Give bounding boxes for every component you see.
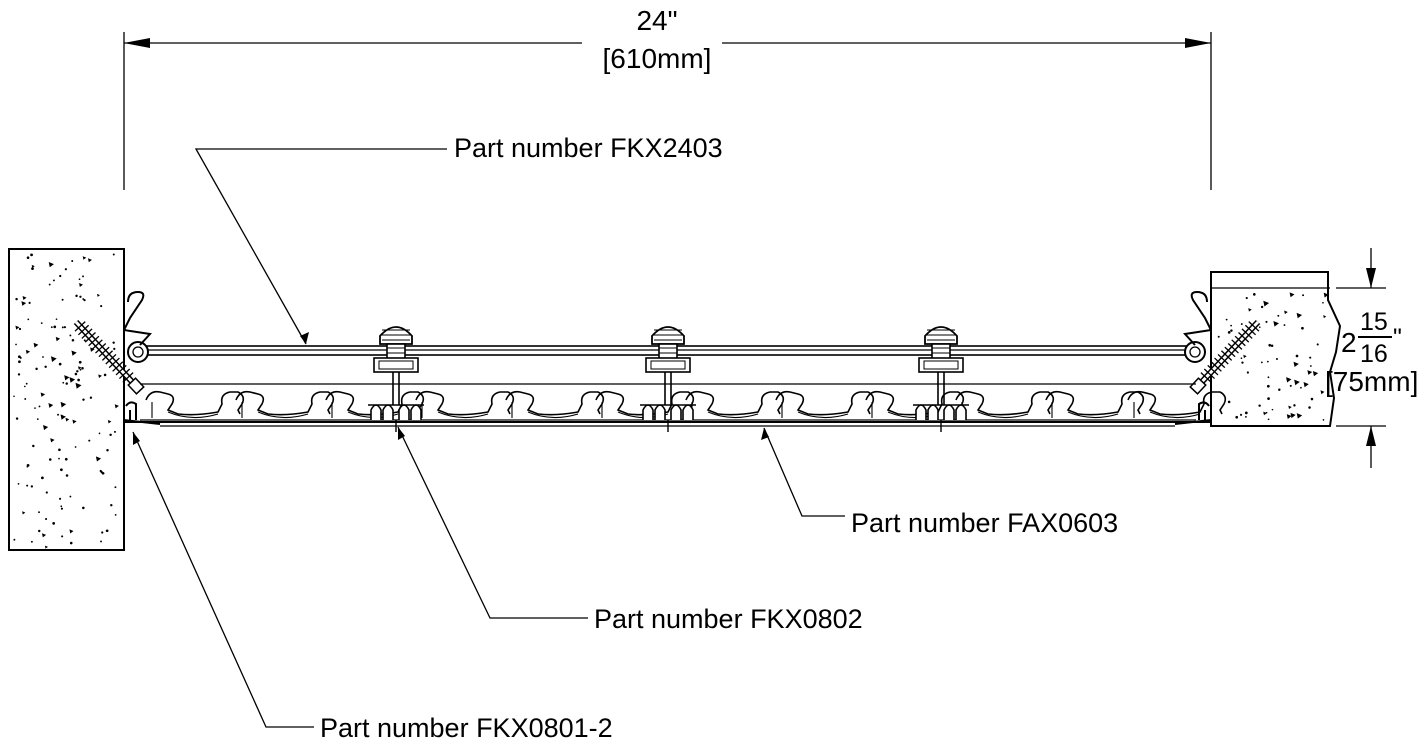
left-arrowhead bbox=[124, 38, 150, 48]
left-anchor-screw bbox=[73, 319, 145, 395]
center-rail-1 bbox=[368, 326, 424, 432]
insert-profile bbox=[140, 383, 1227, 421]
width-metric-label: [610mm] bbox=[603, 43, 712, 74]
height-inch-mark: " bbox=[1393, 324, 1402, 352]
height-whole-label: 2 bbox=[1341, 327, 1357, 358]
center-rail-3 bbox=[913, 326, 969, 432]
callout-insert: Part number FAX0603 bbox=[761, 427, 1118, 538]
width-imperial-label: 24" bbox=[636, 5, 677, 36]
height-dimension: 2 15 16 " [75mm] bbox=[1325, 248, 1418, 468]
callout-insert-label: Part number FAX0603 bbox=[851, 508, 1118, 538]
callout-edge-rail-label: Part number FKX0801-2 bbox=[320, 713, 613, 743]
center-rail-2 bbox=[640, 326, 696, 432]
height-metric-label: [75mm] bbox=[1325, 366, 1418, 397]
width-dimension: 24" [610mm] bbox=[123, 5, 1212, 190]
right-concrete-substrate bbox=[1210, 271, 1342, 427]
bottom-arrowhead bbox=[1366, 426, 1376, 446]
callout-edge-rail: Part number FKX0801-2 bbox=[132, 431, 613, 743]
right-anchor-screw bbox=[1189, 319, 1261, 395]
top-arrowhead bbox=[1366, 268, 1376, 288]
callout-center-rail: Part number FKX0802 bbox=[397, 426, 863, 634]
right-arrowhead bbox=[1185, 38, 1211, 48]
callout-cover-plate-label: Part number FKX2403 bbox=[454, 133, 723, 163]
callout-cover-plate: Part number FKX2403 bbox=[194, 133, 723, 345]
left-concrete-substrate bbox=[8, 248, 125, 551]
height-denominator-label: 16 bbox=[1360, 340, 1388, 368]
height-numerator-label: 15 bbox=[1360, 308, 1388, 336]
callout-center-rail-label: Part number FKX0802 bbox=[594, 604, 863, 634]
